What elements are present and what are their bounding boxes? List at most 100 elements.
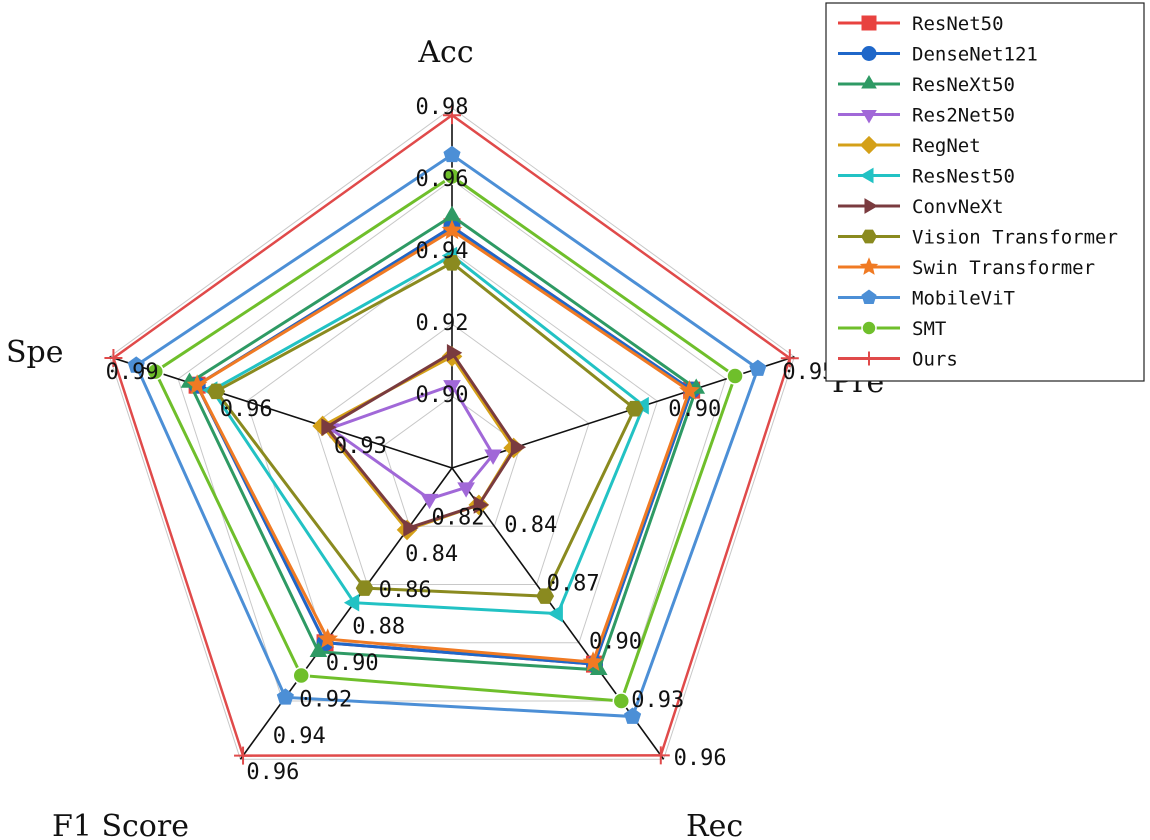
data-point-12-1 — [443, 106, 461, 125]
series-line-7 — [324, 350, 518, 530]
data-point-11-2 — [726, 367, 744, 385]
data-point-7-1 — [446, 343, 463, 362]
data-point-7-4 — [403, 519, 419, 537]
axis-spoke-5 — [109, 355, 453, 469]
series-smt — [146, 167, 744, 710]
data-point-8-4 — [355, 580, 374, 596]
legend-label-11: SMT — [912, 318, 946, 340]
axis-title-f1-score: F1 Score — [52, 809, 189, 840]
legend: ResNet50DenseNet121ResNeXt50Res2Net50Reg… — [825, 2, 1145, 382]
series-mobilevit — [127, 145, 767, 724]
tick-label-4-2: 0.84 — [405, 542, 458, 567]
grid-ring-2 — [314, 323, 590, 585]
data-point-9-5 — [186, 374, 208, 395]
legend-marker-2 — [861, 46, 877, 61]
data-point-4-3 — [457, 482, 475, 498]
data-point-12-3 — [651, 746, 670, 765]
tick-label-3-5: 0.96 — [674, 746, 727, 771]
axis-title-rec: Rec — [686, 809, 743, 840]
legend-label-7: ConvNeXt — [912, 196, 1004, 218]
data-point-11-5 — [146, 362, 165, 381]
tick-label-1-4: 0.96 — [416, 167, 469, 192]
tick-label-1-2: 0.92 — [416, 311, 469, 336]
legend-label-10: MobileViT — [912, 288, 1015, 310]
series-line-3 — [187, 214, 699, 672]
data-point-10-3 — [623, 707, 642, 724]
tick-label-1-1: 0.90 — [416, 383, 469, 408]
series-line-4 — [327, 383, 495, 501]
legend-marker-1 — [861, 15, 877, 31]
data-point-3-1 — [443, 205, 461, 222]
data-point-4-4 — [420, 493, 439, 510]
data-point-9-3 — [582, 651, 604, 671]
legend-label-12: Ours — [912, 349, 958, 371]
series-ours — [104, 106, 799, 765]
tick-label-5-1: 0.93 — [334, 434, 387, 459]
legend-label-5: RegNet — [912, 135, 981, 157]
data-point-9-2 — [679, 379, 700, 400]
data-point-4-1 — [443, 380, 461, 396]
data-point-7-5 — [321, 418, 337, 437]
radar-tick-labels: 0.900.920.940.960.980.900.950.840.870.90… — [106, 95, 836, 785]
data-point-12-5 — [104, 348, 123, 367]
data-point-7-2 — [510, 438, 527, 457]
legend-marker-6 — [859, 167, 874, 184]
legend-marker-8 — [861, 229, 877, 244]
data-point-9-4 — [317, 628, 339, 648]
series-vision-transformer — [207, 255, 644, 604]
legend-label-4: Res2Net50 — [912, 105, 1015, 127]
data-point-10-1 — [443, 145, 461, 163]
tick-label-4-4: 0.88 — [352, 615, 405, 640]
data-point-12-2 — [780, 349, 799, 368]
tick-label-4-8: 0.96 — [246, 760, 299, 785]
series-swin-transformer — [186, 219, 700, 671]
tick-label-4-5: 0.90 — [326, 651, 379, 676]
data-point-11-3 — [612, 692, 631, 710]
data-point-8-5 — [207, 383, 226, 400]
tick-label-3-4: 0.93 — [631, 688, 684, 713]
data-point-10-2 — [749, 359, 767, 376]
data-point-6-4 — [343, 593, 360, 612]
legend-marker-9 — [859, 257, 879, 275]
legend-marker-5 — [859, 135, 879, 155]
radar-grid — [109, 107, 795, 760]
legend-label-3: ResNeXt50 — [912, 74, 1015, 96]
axis-title-acc: Acc — [417, 35, 473, 70]
series-line-8 — [213, 261, 637, 598]
legend-marker-3 — [861, 74, 877, 89]
radar-series — [104, 106, 799, 765]
legend-marker-7 — [864, 198, 879, 214]
legend-label-2: DenseNet121 — [912, 44, 1038, 66]
series-line-9 — [195, 228, 692, 664]
tick-label-5-2: 0.96 — [220, 397, 273, 422]
legend-box — [825, 2, 1145, 382]
series-res2net50 — [321, 380, 502, 510]
grid-ring-3 — [245, 251, 659, 644]
tick-label-1-5: 0.98 — [416, 95, 469, 120]
data-point-11-1 — [443, 167, 461, 186]
data-point-8-2 — [625, 400, 644, 417]
tick-label-2-1: 0.90 — [668, 397, 721, 422]
series-resnext50 — [180, 205, 706, 676]
legend-marker-10 — [861, 289, 877, 304]
data-point-12-4 — [234, 746, 253, 765]
series-convnext — [321, 343, 527, 537]
axis-title-spe: Spe — [6, 335, 64, 370]
legend-label-1: ResNet50 — [912, 13, 1004, 35]
tick-label-3-1: 0.84 — [504, 513, 557, 538]
legend-label-6: ResNest50 — [912, 166, 1015, 188]
tick-label-4-7: 0.94 — [273, 724, 326, 749]
data-point-7-3 — [473, 496, 489, 514]
legend-marker-11 — [861, 320, 877, 336]
data-point-4-2 — [484, 449, 502, 465]
legend-marker-4 — [861, 109, 877, 124]
legend-label-8: Vision Transformer — [912, 227, 1118, 249]
tick-label-4-6: 0.92 — [299, 687, 352, 712]
series-line-10 — [134, 152, 760, 719]
data-point-8-1 — [443, 255, 461, 271]
grid-ring-4 — [177, 179, 727, 702]
tick-label-4-3: 0.86 — [379, 578, 432, 603]
data-point-10-4 — [276, 688, 294, 705]
